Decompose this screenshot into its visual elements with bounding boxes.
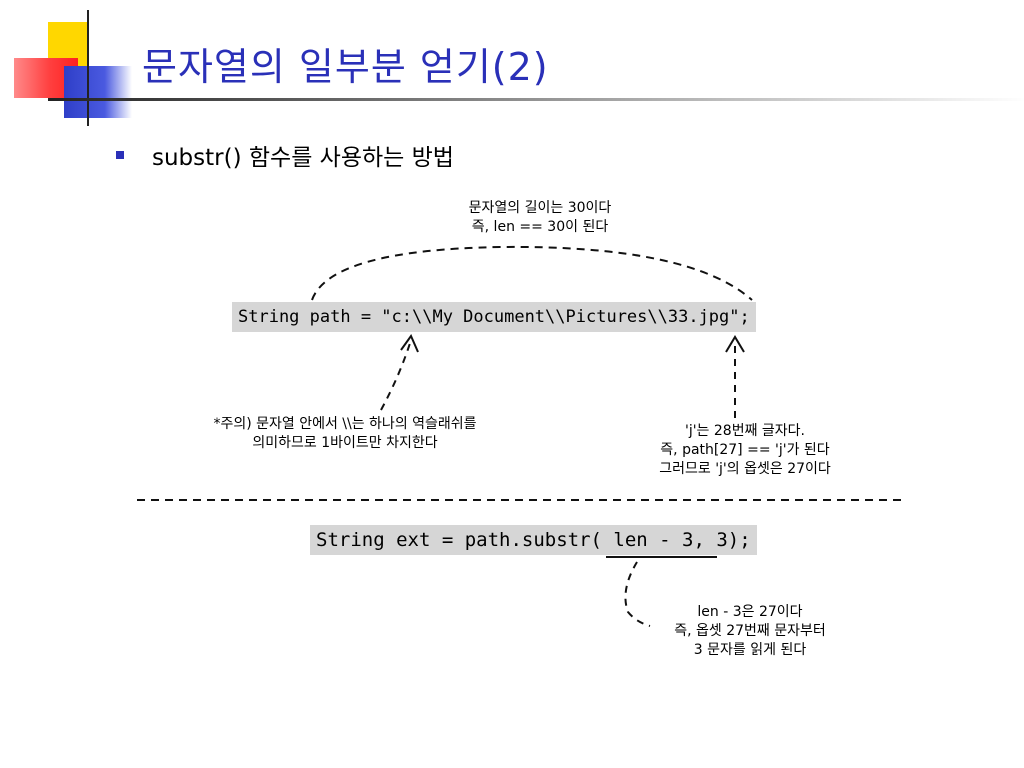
- note-escape-line-2: 의미하므로 1바이트만 차지한다: [252, 435, 438, 451]
- note-length-line-2: 즉, len == 30이 된다: [471, 219, 609, 235]
- note-length-line-1: 문자열의 길이는 30이다: [468, 200, 612, 216]
- note-ext-line-3: 3 문자를 읽게 된다: [693, 642, 807, 658]
- note-offset-line-1: 'j'는 28번째 글자다.: [684, 423, 806, 439]
- slide-title: 문자열의 일부분 얻기(2): [142, 45, 549, 89]
- escape-arrow-line: [380, 339, 412, 411]
- bullet-text: substr() 함수를 사용하는 방법: [152, 145, 454, 171]
- code-line-substr: String ext = path.substr( len - 3, 3);: [310, 525, 757, 555]
- bullet-square-icon: [116, 151, 124, 159]
- note-ext-line-2: 즉, 옵셋 27번째 문자부터: [674, 623, 826, 639]
- note-offset-line-3: 그러므로 'j'의 옵셋은 27이다: [659, 461, 831, 477]
- note-escape-line-1: *주의) 문자열 안에서 \\는 하나의 역슬래쉬를: [213, 416, 477, 432]
- decor-vertical-line: [87, 10, 89, 126]
- ext-connector: [624, 561, 651, 627]
- code-line-path: String path = "c:\\My Document\\Pictures…: [232, 302, 756, 332]
- note-escape: *주의) 문자열 안에서 \\는 하나의 역슬래쉬를 의미하므로 1바이트만 차…: [140, 415, 550, 453]
- note-ext-line-1: len - 3은 27이다: [697, 604, 803, 620]
- length-arc: [311, 245, 753, 301]
- note-ext: len - 3은 27이다 즉, 옵셋 27번째 문자부터 3 문자를 읽게 된…: [620, 603, 880, 660]
- title-underline: [48, 98, 1024, 101]
- escape-arrow-head: [400, 333, 419, 353]
- offset-arrow-head: [725, 335, 745, 353]
- note-length: 문자열의 길이는 30이다 즉, len == 30이 된다: [420, 199, 660, 237]
- decor-blue-block: [64, 66, 132, 118]
- note-offset-line-2: 즉, path[27] == 'j'가 된다: [660, 442, 830, 458]
- note-offset: 'j'는 28번째 글자다. 즉, path[27] == 'j'가 된다 그러…: [610, 422, 880, 479]
